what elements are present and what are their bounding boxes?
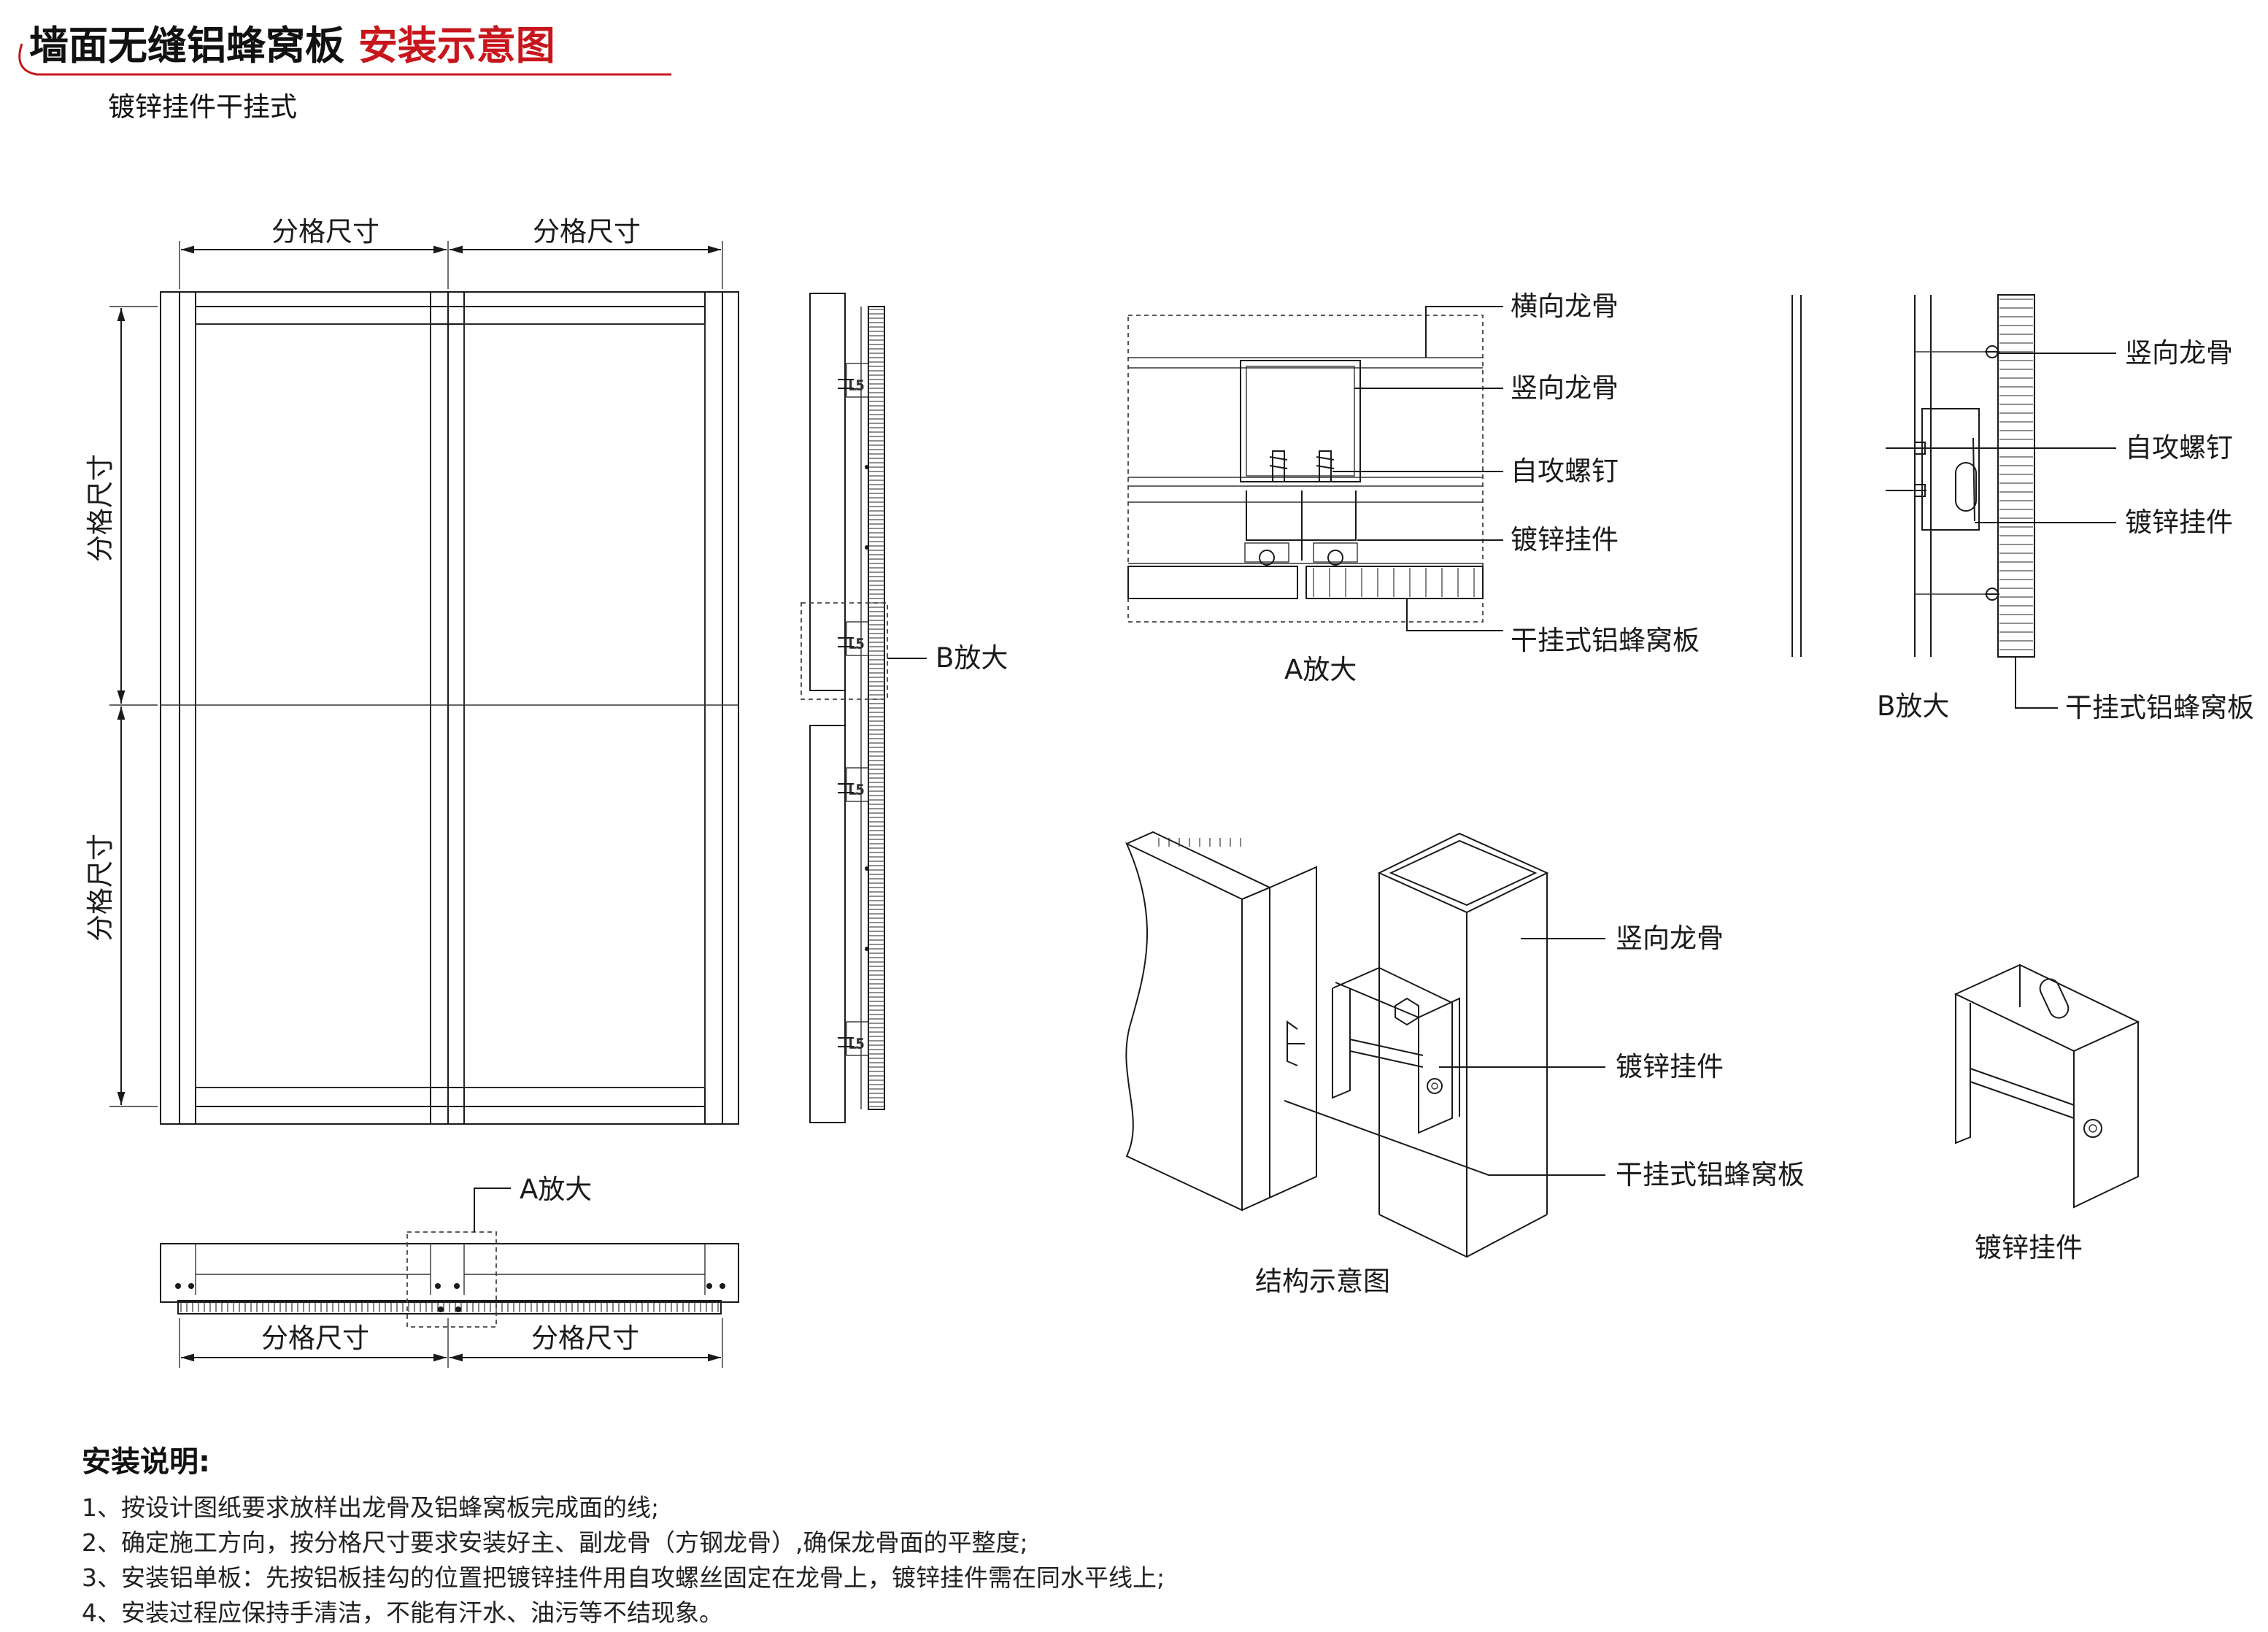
plan-section: A放大 分格尺寸 分格尺寸 [160,1174,739,1368]
zoom-b-label: B放大 [936,642,1008,674]
notes-title: 安装说明: [82,1445,210,1479]
detail-b-label-3: 镀锌挂件 [2125,507,2233,538]
svg-text:L5: L5 [849,636,864,652]
detail-a-label-5: 干挂式铝蜂窝板 [1511,625,1700,656]
installation-notes: 安装说明: 1、按设计图纸要求放样出龙骨及铝蜂窝板完成面的线; 2、确定施工方向… [82,1438,1833,1631]
structure-caption: 结构示意图 [1255,1266,1390,1297]
svg-text:L5: L5 [849,782,864,798]
left-dim-label-bottom: 分格尺寸 [85,834,116,942]
side-section: L5 L5 L5 L5 B放大 [801,293,1008,1123]
zoom-box-a [406,1231,497,1328]
structure-sketch: 竖向龙骨 镀锌挂件 干挂式铝蜂窝板 结构示意图 [1125,831,1805,1297]
detail-b: 竖向龙骨 自攻螺钉 镀锌挂件 干挂式铝蜂窝板 B放大 [1791,294,2254,723]
front-elevation: 分格尺寸 分格尺寸 分格尺寸 分格尺寸 [85,216,739,1125]
detail-a: 横向龙骨 竖向龙骨 自攻螺钉 镀锌挂件 干挂式铝蜂窝板 A放大 [1127,290,1700,685]
page-title: 墙面无缝铝蜂窝板 安装示意图 [29,13,555,71]
zoom-box-b [801,602,888,700]
bracket-caption: 镀锌挂件 [1975,1232,2083,1263]
title-red-part: 安装示意图 [358,23,555,69]
top-dim-label-left: 分格尺寸 [271,216,379,247]
detail-a-caption: A放大 [1284,654,1357,685]
detail-a-label-4: 镀锌挂件 [1511,524,1619,555]
detail-a-label-3: 自攻螺钉 [1511,455,1619,487]
svg-text:L5: L5 [849,1036,864,1052]
structure-label-2: 镀锌挂件 [1616,1051,1724,1082]
bottom-dim-label-left: 分格尺寸 [261,1323,369,1354]
page-subtitle: 镀锌挂件干挂式 [108,91,297,123]
bracket-sketch: 镀锌挂件 [1953,963,2140,1263]
detail-a-label-1: 横向龙骨 [1511,290,1619,322]
title-black-part: 墙面无缝铝蜂窝板 [29,23,344,69]
title-underline [18,43,671,76]
note-item: 2、确定施工方向，按分格尺寸要求安装好主、副龙骨（方钢龙骨）,确保龙骨面的平整度… [82,1528,1028,1557]
top-dim-label-right: 分格尺寸 [533,216,641,247]
detail-b-label-1: 竖向龙骨 [2125,337,2233,369]
zoom-a-label: A放大 [520,1174,592,1205]
detail-b-label-4: 干挂式铝蜂窝板 [2065,692,2254,723]
bottom-dim-label-right: 分格尺寸 [531,1323,639,1354]
detail-a-label-2: 竖向龙骨 [1511,372,1619,404]
structure-label-1: 竖向龙骨 [1616,923,1724,954]
detail-b-label-2: 自攻螺钉 [2125,432,2233,463]
detail-b-caption: B放大 [1877,690,1949,722]
note-item: 4、安装过程应保持手清洁，不能有汗水、油污等不结现象。 [82,1598,723,1627]
note-item: 1、按设计图纸要求放样出龙骨及铝蜂窝板完成面的线; [82,1493,660,1522]
svg-text:L5: L5 [849,378,864,393]
elevation-outer-frame [160,291,739,1125]
left-dim-label-top: 分格尺寸 [85,454,116,562]
note-item: 3、安装铝单板：先按铝板挂勾的位置把镀锌挂件用自攻螺丝固定在龙骨上，镀锌挂件需在… [82,1563,1165,1592]
structure-label-3: 干挂式铝蜂窝板 [1616,1159,1805,1190]
